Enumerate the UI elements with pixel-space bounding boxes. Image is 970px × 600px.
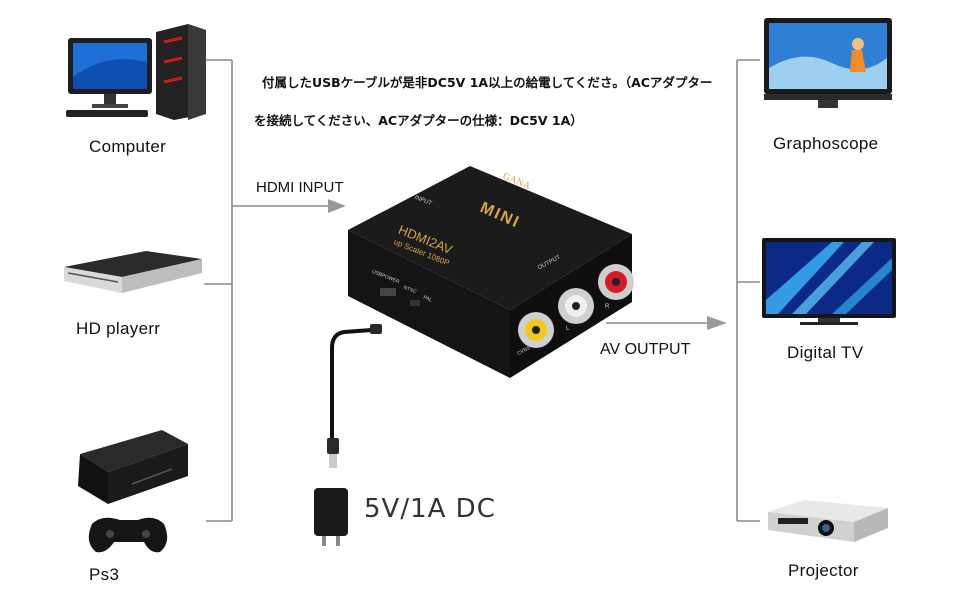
game-console-icon — [78, 430, 188, 553]
input-label-hd-player: HD playerr — [76, 319, 161, 338]
input-label-computer: Computer — [89, 137, 167, 156]
power-note-line-2: を接続してください、ACアダプターの仕様：DC5V 1A） — [254, 113, 583, 128]
power-note-line-1: 付属したUSBケーブルが是非DC5V 1A以上の給電してくださ。（ACアダプター — [262, 75, 713, 90]
rca-ports — [518, 264, 634, 348]
projector-icon — [768, 500, 888, 542]
output-label-projector: Projector — [788, 561, 859, 580]
output-label-digital-tv: Digital TV — [787, 343, 864, 362]
input-label-ps3: Ps3 — [89, 565, 120, 584]
av-output-label: AV OUTPUT — [600, 341, 691, 358]
dvd-player-icon — [64, 251, 202, 293]
device-right: R — [605, 304, 610, 310]
tv-icon-graphoscope — [764, 18, 892, 108]
desktop-computer-icon — [66, 24, 206, 120]
power-spec-label: 5V/1A DC — [364, 494, 496, 524]
power-adapter-icon — [314, 488, 348, 546]
device-left: L — [566, 326, 570, 332]
tv-icon-digital-tv — [762, 238, 896, 325]
output-label-graphoscope: Graphoscope — [773, 134, 879, 153]
hdmi2av-converter — [348, 166, 634, 378]
hdmi-input-label: HDMI INPUT — [256, 179, 344, 196]
usb-cable-icon — [327, 324, 382, 468]
